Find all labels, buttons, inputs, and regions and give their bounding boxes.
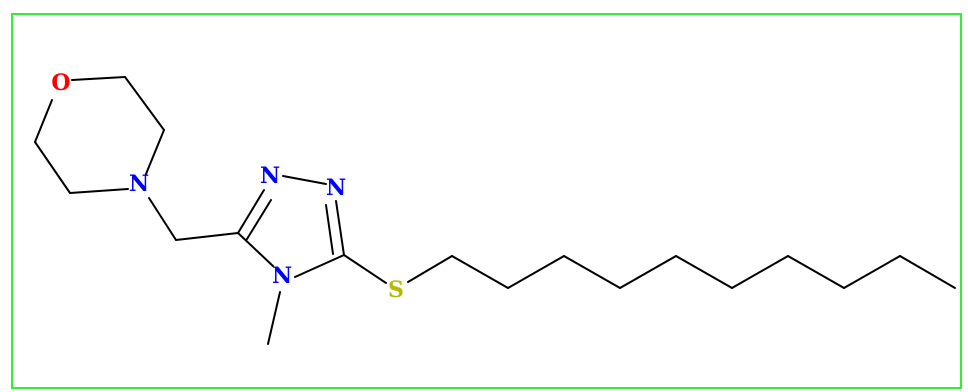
- bond-line: [34, 99, 53, 143]
- bond-line: [325, 204, 334, 255]
- bond-lines: [34, 76, 956, 345]
- bond-line: [787, 255, 845, 289]
- bond-line: [237, 232, 274, 267]
- bond-line: [69, 188, 129, 194]
- triazole-nitrogen-2: N: [326, 175, 346, 201]
- bond-line: [843, 255, 901, 289]
- bond-line: [148, 197, 177, 241]
- bond-line: [175, 232, 239, 241]
- bond-line: [246, 199, 272, 240]
- bond-line: [237, 189, 265, 234]
- bond-line: [507, 255, 565, 289]
- bond-line: [124, 76, 165, 131]
- triazole-nitrogen-4: N: [272, 263, 292, 289]
- morpholine-oxygen: O: [51, 70, 70, 96]
- bond-line: [563, 255, 621, 289]
- bond-line: [34, 141, 71, 194]
- bond-line: [145, 129, 165, 175]
- bond-line: [407, 255, 453, 283]
- bond-line: [343, 254, 387, 284]
- bond-line: [294, 254, 345, 278]
- morpholine-nitrogen: N: [129, 171, 149, 197]
- bond-line: [335, 200, 345, 256]
- bond-line: [731, 255, 789, 289]
- triazole-nitrogen-1: N: [260, 163, 280, 189]
- diagram-frame: [11, 13, 962, 389]
- bond-line: [282, 175, 327, 185]
- bond-line: [267, 291, 281, 345]
- bond-line: [899, 255, 956, 289]
- bond-line: [451, 255, 509, 289]
- bond-line: [675, 255, 733, 289]
- thioether-sulfur: S: [388, 277, 404, 303]
- bond-line: [619, 255, 677, 289]
- bond-line: [71, 76, 126, 81]
